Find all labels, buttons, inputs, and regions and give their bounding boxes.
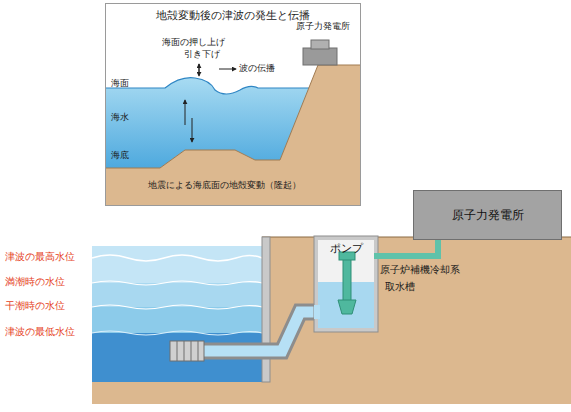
node-text: 原子力発電所 — [296, 21, 350, 32]
pump-box: ポンプ — [318, 240, 374, 328]
push-up-label: 海面の押し上げ — [162, 37, 225, 48]
drop-arrow — [199, 64, 200, 76]
intake-grate — [170, 341, 204, 361]
inset-frame — [106, 4, 361, 206]
sea-surface — [106, 78, 309, 94]
sea-surface-label: 海面 — [111, 78, 129, 89]
inset-plant: 原子力発電所 — [286, 20, 360, 66]
inset-land — [106, 65, 360, 205]
power-plant-box: 原子力発電所 — [413, 190, 562, 240]
propagation-label: 波の伝播 — [239, 63, 275, 74]
node-text: 原子力発電所 — [452, 208, 524, 222]
water-up-arrow — [185, 100, 186, 125]
water-level-label: 干潮時の水位 — [5, 300, 65, 312]
quay-wall — [262, 237, 270, 382]
pump-symbol — [338, 252, 356, 314]
propagation-arrow — [219, 69, 236, 70]
intake-pipe-wall — [200, 312, 320, 351]
water-level-label: 津波の最高水位 — [5, 251, 75, 263]
intake-pit — [314, 236, 378, 332]
seabed-line — [106, 65, 360, 168]
inset-panel: 地殻変動後の津波の発生と伝播原子力発電所 — [105, 3, 360, 205]
seabed-label: 海底 — [111, 150, 129, 161]
inset-building — [303, 40, 337, 65]
water-level-label: 津波の最低水位 — [5, 326, 75, 338]
intake-tank-label: 取水槽 — [385, 281, 415, 293]
sea — [92, 246, 262, 382]
ground — [92, 237, 571, 404]
intake-pipe-water — [200, 312, 320, 351]
node-text: 地殻変動後の津波の発生と伝播 — [156, 9, 310, 22]
node-text: ポンプ — [330, 242, 363, 255]
high-tide-line — [92, 281, 262, 285]
inset-sea — [106, 78, 309, 168]
water-down-arrow — [192, 118, 193, 142]
low-tsunami-line — [92, 331, 262, 335]
seawater-label: 海水 — [111, 112, 129, 123]
cooling-system-label: 原子炉補機冷却系 — [380, 264, 460, 276]
water-level-label: 満潮時の水位 — [5, 276, 65, 288]
high-tsunami-line — [92, 255, 262, 261]
pull-down-label: 引き下げ — [184, 49, 220, 60]
crust-uplift-label: 地震による海底面の地殻変動（隆起） — [148, 180, 301, 191]
cooling-pipe — [374, 240, 438, 256]
low-tide-line — [92, 305, 262, 309]
